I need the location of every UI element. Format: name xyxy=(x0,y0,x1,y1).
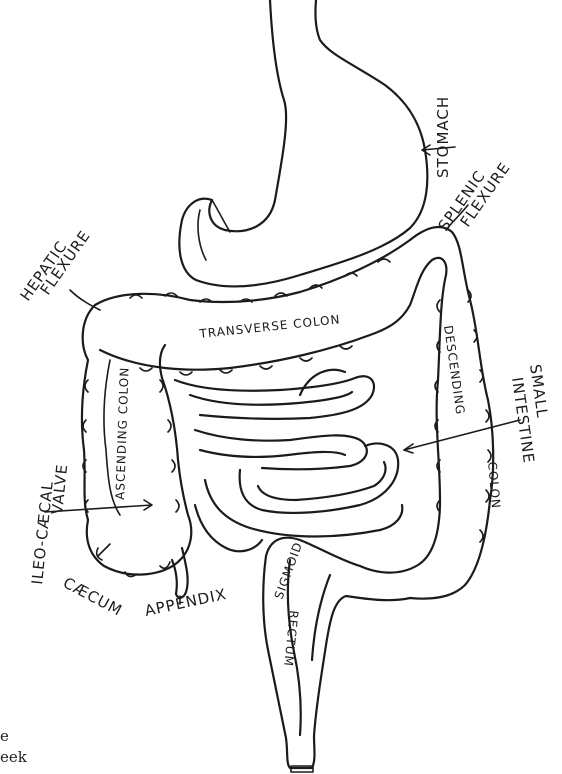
label-caecum: CÆCUM xyxy=(60,574,125,620)
label-rectum: RECTUM xyxy=(281,610,301,668)
label-ileo-caecal-valve-line2: VALVE xyxy=(48,463,71,516)
label-ascending-colon: ASCENDING COLON xyxy=(113,367,132,501)
ascending-colon-outline xyxy=(82,305,191,577)
cropped-text-line-2: eek xyxy=(0,748,27,766)
appendix-outline xyxy=(172,548,188,598)
small-intestine-outline xyxy=(175,370,402,551)
label-transverse-colon: TRANSVERSE COLON xyxy=(198,312,341,341)
stomach-outline xyxy=(179,0,427,286)
label-descending-colon-line1: DESCENDING xyxy=(441,324,467,416)
cropped-text-line-1: e xyxy=(0,727,9,745)
label-stomach: STOMACH xyxy=(434,96,452,178)
label-descending-colon-line2: COLON xyxy=(485,461,503,510)
